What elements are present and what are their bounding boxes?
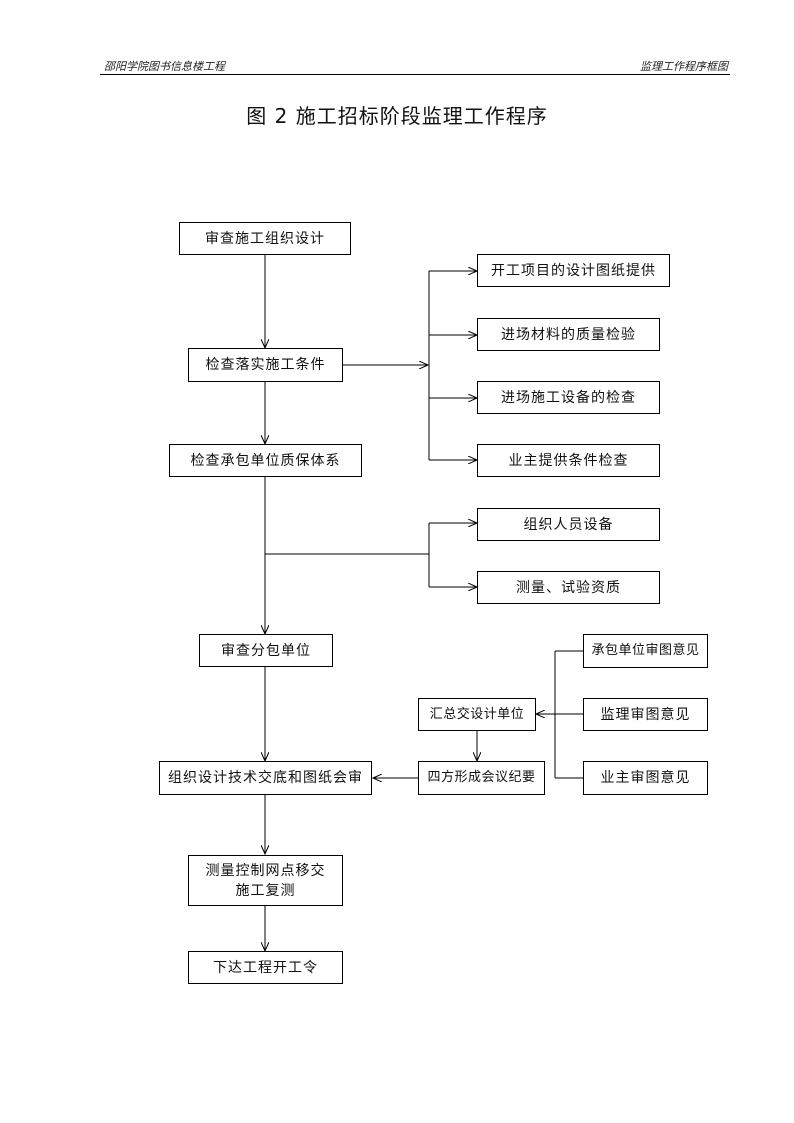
page-title: 图 2 施工招标阶段监理工作程序 — [246, 104, 548, 128]
node-contractor-drawing-opinion: 承包单位审图意见 — [583, 634, 708, 668]
node-survey-handover: 测量控制网点移交 施工复测 — [188, 855, 343, 906]
node-owner-conditions-check: 业主提供条件检查 — [477, 444, 660, 477]
node-owner-drawing-opinion: 业主审图意见 — [583, 761, 708, 795]
node-four-party-minutes: 四方形成会议纪要 — [418, 761, 545, 795]
node-personnel-equipment: 组织人员设备 — [477, 508, 660, 541]
node-survey-handover-line2: 施工复测 — [235, 882, 296, 899]
node-design-drawings-provided: 开工项目的设计图纸提供 — [477, 254, 670, 287]
header-project-name: 邵阳学院图书信息楼工程 — [104, 60, 225, 73]
node-summary-to-designer: 汇总交设计单位 — [418, 698, 536, 731]
node-design-briefing-review: 组织设计技术交底和图纸会审 — [159, 761, 372, 795]
node-survey-test-qualification: 测量、试验资质 — [477, 571, 660, 604]
node-review-construction-design: 审查施工组织设计 — [179, 222, 351, 255]
node-check-qa-system: 检查承包单位质保体系 — [169, 444, 362, 477]
node-equipment-inspection: 进场施工设备的检查 — [477, 381, 660, 414]
node-material-inspection: 进场材料的质量检验 — [477, 318, 660, 351]
header-rule — [100, 74, 730, 75]
node-start-order: 下达工程开工令 — [188, 951, 343, 984]
node-check-construction-conditions: 检查落实施工条件 — [188, 348, 343, 382]
node-supervisor-drawing-opinion: 监理审图意见 — [583, 698, 708, 731]
node-review-subcontractor: 审查分包单位 — [199, 634, 333, 667]
header-doc-title: 监理工作程序框图 — [640, 60, 728, 73]
node-survey-handover-line1: 测量控制网点移交 — [205, 862, 326, 879]
